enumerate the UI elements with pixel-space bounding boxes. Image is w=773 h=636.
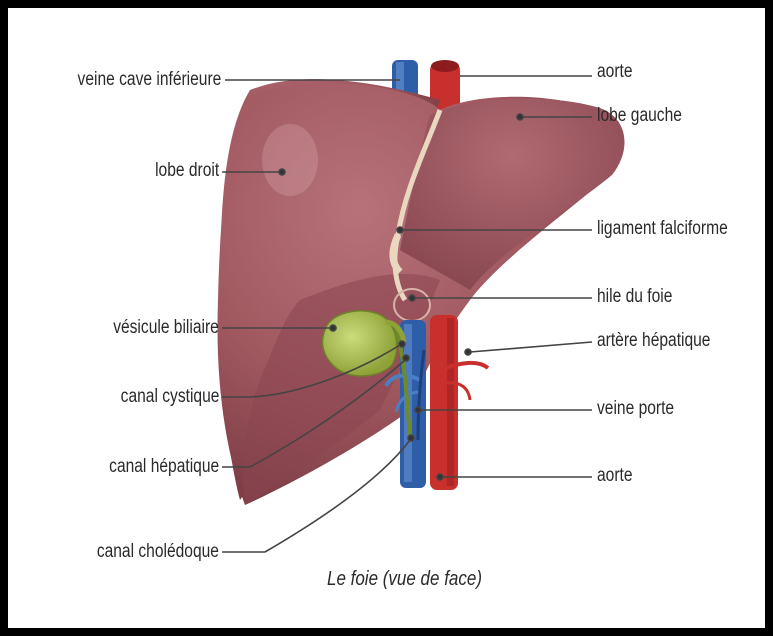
label-falciform-ligament: ligament falciforme [597, 219, 728, 238]
label-right-lobe: lobe droit [155, 161, 219, 180]
label-hepatic-artery: artère hépatique [597, 331, 710, 350]
label-vena-cava: veine cave inférieure [77, 70, 221, 89]
label-left-lobe: lobe gauche [597, 106, 682, 125]
label-aorta-bottom: aorte [597, 466, 633, 485]
label-aorta-top: aorte [597, 62, 633, 81]
label-hepatic-duct: canal hépatique [109, 457, 219, 476]
label-common-bile-duct: canal cholédoque [97, 542, 219, 561]
label-hilum: hile du foie [597, 287, 672, 306]
label-portal-vein: veine porte [597, 399, 674, 418]
diagram-caption: Le foie (vue de face) [327, 568, 482, 591]
label-gallbladder: vésicule biliaire [113, 318, 219, 337]
label-cystic-duct: canal cystique [120, 387, 219, 406]
